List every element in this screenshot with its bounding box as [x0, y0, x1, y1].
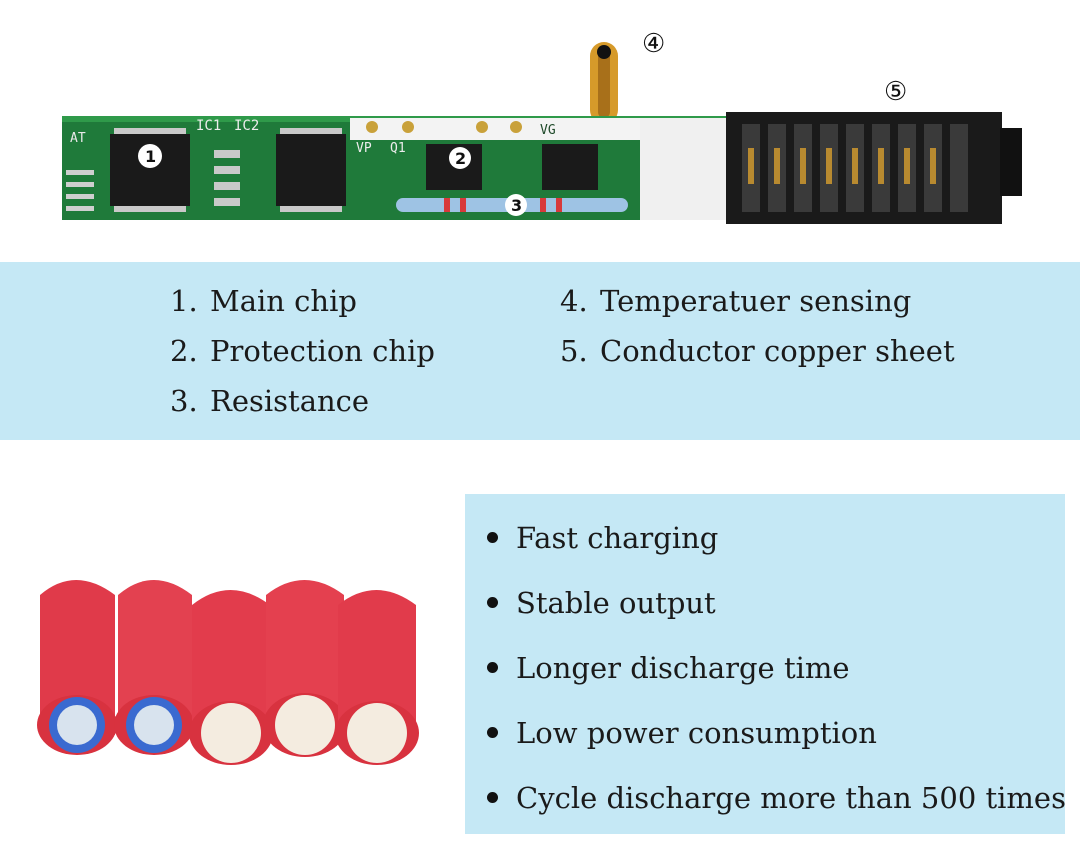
feature-item: Low power consumption: [487, 716, 877, 750]
callout-4: ④: [642, 29, 665, 59]
second-chip: [276, 134, 346, 206]
battery-cells-photo: [20, 565, 450, 785]
bullet-icon: [487, 596, 498, 608]
feature-item: Cycle discharge more than 500 times: [487, 781, 1066, 815]
label-vg: VG: [540, 123, 556, 138]
callout-5: ⑤: [884, 77, 907, 107]
legend-item-3: 3.Resistance: [170, 384, 370, 418]
label-vp: VP: [356, 141, 372, 156]
bullet-icon: [487, 726, 498, 738]
battery-cell: [114, 580, 194, 755]
battery-cell: [335, 590, 419, 765]
bullet-icon: [487, 531, 498, 543]
legend-item-4: 4.Temperatuer sensing: [560, 284, 912, 318]
feature-item: Fast charging: [487, 521, 718, 555]
pcb-illustration: ④ AT 1 IC1 IC2: [62, 29, 1022, 224]
features-panel: Fast charging Stable output Longer disch…: [465, 494, 1066, 834]
bullet-icon: [487, 791, 498, 803]
component-legend: 1.Main chip 2.Protection chip 3.Resistan…: [0, 262, 1080, 440]
label-at: AT: [70, 131, 86, 146]
callout-1: 1: [145, 147, 156, 166]
bullet-icon: [487, 661, 498, 673]
legend-item-1: 1.Main chip: [170, 284, 357, 318]
battery-cell: [263, 580, 347, 757]
battery-cell: [189, 590, 273, 765]
label-ic2: IC2: [234, 118, 259, 134]
legend-item-2: 2.Protection chip: [170, 334, 435, 368]
label-q1: Q1: [390, 141, 406, 156]
feature-item: Stable output: [487, 586, 716, 620]
label-ic1: IC1: [196, 118, 221, 134]
pcb-photo: ④ AT 1 IC1 IC2: [0, 0, 1080, 260]
legend-item-5: 5.Conductor copper sheet: [560, 334, 955, 368]
protection-chip-2: [542, 144, 598, 190]
battery-cell: [37, 580, 117, 755]
battery-cells-illustration: [37, 580, 419, 765]
callout-3: 3: [511, 196, 522, 215]
feature-item: Longer discharge time: [487, 651, 850, 685]
callout-2: 2: [455, 149, 466, 168]
